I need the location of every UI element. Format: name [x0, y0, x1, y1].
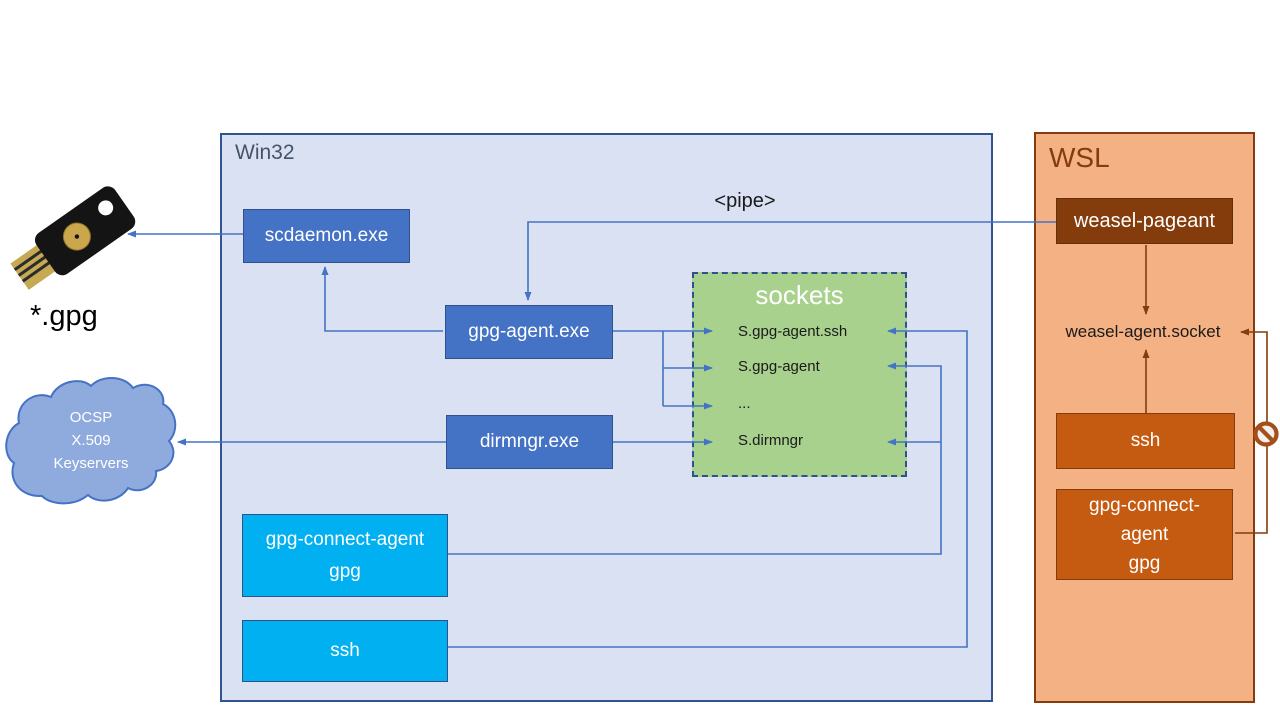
node-wsl-ssh-label: ssh [1130, 429, 1161, 451]
node-weasel-pageant-label: weasel-pageant [1073, 210, 1216, 232]
node-dirmngr: dirmngr.exe [446, 415, 613, 469]
node-win32-ssh-label: ssh [330, 639, 360, 661]
win32-region-label: Win32 [235, 141, 295, 164]
node-weasel-pageant: weasel-pageant [1056, 198, 1233, 244]
pipe-label: <pipe> [714, 190, 776, 212]
cloud-line-keyservers: Keyservers [53, 455, 129, 472]
socket-entry-gpg-agent-ssh: S.gpg-agent.ssh [738, 323, 848, 340]
node-scdaemon-label: scdaemon.exe [264, 224, 389, 246]
node-wsl-gpg-connect-line2: agent [1120, 524, 1169, 545]
node-wsl-gpg-connect-agent: gpg-connect- agent gpg [1056, 489, 1233, 580]
weasel-agent-socket-label: weasel-agent.socket [1065, 322, 1221, 341]
node-win32-gpg-label: gpg [329, 560, 361, 582]
keyservers-cloud-label: OCSP X.509 Keyservers [18, 406, 164, 475]
node-scdaemon: scdaemon.exe [243, 209, 410, 263]
socket-entry-dirmngr: S.dirmngr [738, 432, 804, 449]
node-gpg-agent-label: gpg-agent.exe [468, 320, 590, 342]
node-gpg-agent: gpg-agent.exe [445, 305, 613, 359]
yubikey-icon [10, 186, 136, 290]
cloud-line-ocsp: OCSP [69, 409, 113, 426]
gpg-files-label: *.gpg [30, 300, 98, 332]
sockets-group-title: sockets [755, 280, 844, 310]
node-wsl-gpg-line3: gpg [1128, 553, 1161, 574]
node-win32-gpg-connect-agent-label: gpg-connect-agent [265, 529, 425, 551]
node-wsl-ssh: ssh [1056, 413, 1235, 469]
node-win32-ssh: ssh [242, 620, 448, 682]
node-win32-gpg-connect-agent: gpg-connect-agent gpg [242, 514, 448, 597]
no-entry-icon [1253, 421, 1279, 447]
node-wsl-gpg-connect-line1: gpg-connect- [1089, 495, 1200, 516]
cloud-line-x509: X.509 [71, 432, 111, 449]
socket-entry-ellipsis: ... [738, 395, 751, 412]
node-dirmngr-label: dirmngr.exe [479, 430, 580, 452]
socket-entry-gpg-agent: S.gpg-agent [738, 358, 820, 375]
sockets-group: sockets S.gpg-agent.ssh S.gpg-agent ... … [692, 272, 907, 477]
wsl-region-label: WSL [1049, 142, 1110, 173]
